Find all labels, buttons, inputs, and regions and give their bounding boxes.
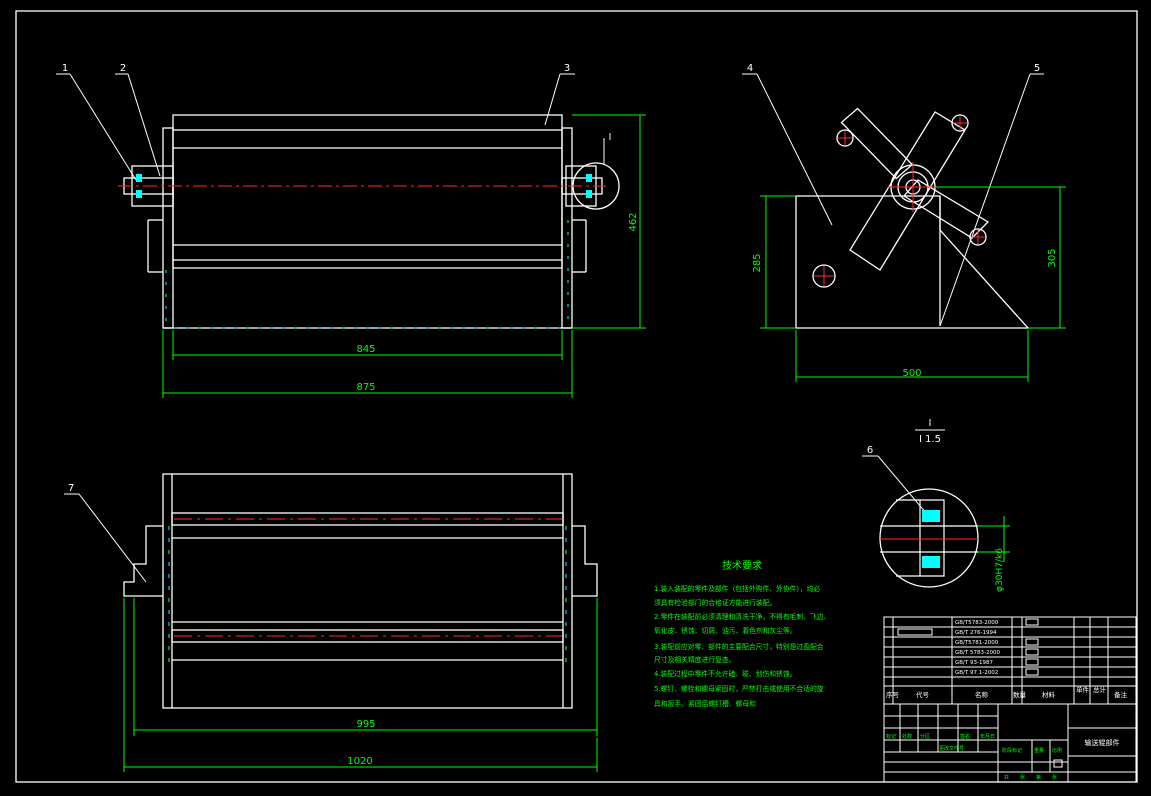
sign-label-zone: 分区 bbox=[920, 733, 930, 740]
bottom-view bbox=[123, 473, 598, 709]
tech-req-line-8: 5.螺钉、螺栓和螺母紧固时，严禁打击或使用不合适的旋 bbox=[654, 684, 824, 693]
sheet-label-total: 共 bbox=[1004, 774, 1009, 781]
detail-callout-tag: I bbox=[609, 132, 612, 143]
detail-view: I I 1.5 φ30H7/k6 bbox=[879, 418, 1010, 592]
dim-side-height-left: 285 bbox=[752, 253, 763, 272]
bottom-view-dimensions bbox=[123, 598, 598, 772]
tech-req-line-3: 2.零件在装配前必须清理和清洗干净，不得有毛刺、飞边、 bbox=[654, 612, 830, 621]
parts-row-4: GB/T 5783-2000 bbox=[955, 650, 1000, 656]
drum-top-band bbox=[172, 114, 563, 131]
bracket-plate bbox=[795, 195, 1030, 329]
tech-req-line-6: 尺寸及相关精度进行复查。 bbox=[654, 655, 736, 664]
sheet-border bbox=[15, 10, 1138, 783]
dim-front-height: 462 bbox=[628, 212, 639, 231]
dim-side-width: 500 bbox=[902, 368, 921, 379]
sign-label-count: 处数 bbox=[902, 733, 912, 740]
detail-scale: I 1.5 bbox=[919, 434, 941, 445]
dim-bottom-outer-width: 1020 bbox=[347, 756, 372, 767]
stage-label-mark: 阶段标记 bbox=[1002, 747, 1022, 754]
sign-label-date: 年月日 bbox=[980, 733, 995, 740]
header-col-code: 代号 bbox=[916, 690, 930, 699]
detail-tag: I bbox=[929, 418, 932, 429]
tech-req-line-1: 1.装入装配的零件及部件（包括外购件、外协件），均必 bbox=[654, 584, 820, 593]
title-block-parts-list: GB/T5783-2000 GB/T 276-1994 GB/T5781-200… bbox=[955, 620, 1000, 676]
parts-row-3: GB/T5781-2000 bbox=[955, 640, 999, 646]
front-view-dimensions bbox=[162, 114, 646, 398]
dim-bottom-inner-width: 995 bbox=[356, 719, 375, 730]
dim-detail-fit: φ30H7/k6 bbox=[995, 548, 1005, 592]
balloon-7: 7 bbox=[68, 483, 74, 494]
tech-req-line-4: 氧化皮、锈蚀、切屑、油污、着色剂和灰尘等。 bbox=[654, 626, 797, 635]
drawing-name: 输送辊部件 bbox=[1085, 738, 1120, 747]
sign-label-mark: 标记 bbox=[886, 733, 896, 740]
balloon-4: 4 bbox=[747, 63, 753, 74]
stage-label-scale: 比例 bbox=[1052, 747, 1062, 754]
parts-row-1: GB/T5783-2000 bbox=[955, 620, 999, 626]
bottom-view-centerlines bbox=[174, 518, 562, 637]
tech-req-title: 技术要求 bbox=[722, 559, 762, 572]
tech-req-line-2: 须具有检验部门的合格证方能进行装配。 bbox=[654, 598, 776, 607]
header-col-qty: 数量 bbox=[1013, 690, 1027, 699]
sheet-label-sheets: 张 bbox=[1020, 774, 1025, 781]
sign-label-change: 更改文件号 bbox=[939, 745, 964, 752]
front-view-bearing-sections bbox=[136, 174, 592, 198]
sign-label-sign: 签名 bbox=[960, 733, 970, 740]
header-col-remarks: 备注 bbox=[1114, 690, 1128, 699]
detail-circle bbox=[879, 488, 979, 588]
dim-side-height-right: 305 bbox=[1047, 248, 1058, 267]
header-col-material: 材料 bbox=[1042, 690, 1056, 699]
balloon-2: 2 bbox=[120, 63, 126, 74]
tech-req-line-5: 3.装配前应对零、部件的主要配合尺寸，特别是过盈配合 bbox=[654, 642, 824, 651]
side-view-centerlines bbox=[814, 116, 985, 286]
leader-lines bbox=[56, 73, 1044, 583]
header-col-total: 总计 bbox=[1093, 685, 1107, 694]
sheet-label-sheet: 张 bbox=[1052, 774, 1057, 781]
parts-row-2: GB/T 276-1994 bbox=[955, 630, 997, 636]
sheet-label-no: 第 bbox=[1036, 774, 1041, 781]
header-col-name: 名称 bbox=[975, 690, 989, 699]
tech-req-line-9: 具和扳手。紧固后螺钉槽、螺母和 bbox=[654, 699, 756, 708]
title-block bbox=[883, 616, 1137, 783]
side-view bbox=[795, 107, 1030, 329]
title-block-header: 序号 代号 名称 数量 材料 单件 总计 备注 bbox=[886, 685, 1128, 699]
dim-front-outer-width: 875 bbox=[356, 382, 375, 393]
stage-label-weight: 重量 bbox=[1034, 747, 1044, 754]
parts-row-6: GB/T 97.1-2002 bbox=[955, 670, 998, 676]
balloon-1: 1 bbox=[62, 63, 68, 74]
tech-requirements: 技术要求 1.装入装配的零件及部件（包括外购件、外协件），均必 须具有检验部门的… bbox=[654, 559, 830, 708]
dim-front-inner-width: 845 bbox=[356, 344, 375, 355]
balloon-6: 6 bbox=[867, 445, 873, 456]
front-view bbox=[123, 114, 620, 329]
parts-row-5: GB/T 93-1987 bbox=[955, 660, 993, 666]
front-view-hatch bbox=[165, 220, 569, 329]
side-view-dimensions bbox=[760, 186, 1066, 382]
header-col-index: 序号 bbox=[886, 690, 900, 699]
tech-req-line-7: 4.装配过程中零件不允许磕、碰、划伤和锈蚀。 bbox=[654, 669, 796, 678]
header-col-unit: 单件 bbox=[1076, 685, 1090, 694]
balloon-3: 3 bbox=[564, 63, 570, 74]
title-block-sign-labels: 标记 处数 分区 更改文件号 签名 年月日 阶段标记 重量 比例 共 张 第 张 bbox=[886, 733, 1062, 781]
balloon-5: 5 bbox=[1034, 63, 1040, 74]
bottom-view-hatch bbox=[168, 526, 567, 664]
